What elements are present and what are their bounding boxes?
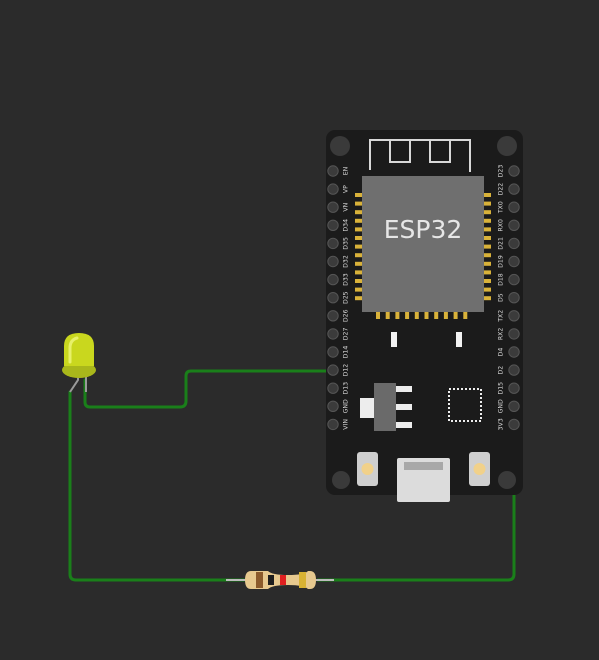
right-pin-d5[interactable] (508, 292, 520, 304)
left-pin-label: D35 (343, 237, 350, 250)
right-pin-d19[interactable] (508, 255, 520, 268)
led[interactable] (62, 333, 96, 393)
right-pin-label: D15 (498, 382, 505, 395)
left-pin-d26[interactable] (327, 310, 339, 322)
left-pin-label: D25 (343, 291, 350, 304)
usb-uart-chip (448, 388, 482, 422)
right-pin-label: D2 (498, 366, 505, 375)
left-pin-d25[interactable] (327, 292, 339, 304)
right-pin-d2[interactable] (508, 364, 520, 376)
right-pin-d22[interactable] (508, 183, 520, 195)
right-pin-rx0[interactable] (508, 219, 520, 232)
esp32-module (362, 176, 484, 312)
boot-button[interactable] (469, 452, 490, 486)
mounting-hole (497, 136, 517, 156)
left-pin-label: D13 (343, 382, 350, 395)
esp32-chip-label: ESP32 (384, 215, 463, 244)
right-pin-d21[interactable] (508, 237, 520, 250)
left-pin-label: D32 (343, 255, 350, 268)
en-button[interactable] (357, 452, 378, 486)
left-pin-d14[interactable] (327, 346, 339, 358)
right-pin-label: RX0 (498, 219, 505, 232)
right-pin-label: 3V3 (498, 418, 505, 430)
wires (68, 369, 516, 582)
right-pin-label: D23 (498, 165, 505, 178)
wire-led-to-d12[interactable] (83, 369, 335, 409)
left-pin-d34[interactable] (327, 219, 339, 232)
smd-component (456, 332, 462, 347)
wire-resistor-to-3v3[interactable] (316, 423, 516, 582)
left-pin-label: GND (343, 399, 350, 413)
right-pin-label: D18 (498, 273, 505, 286)
mounting-hole (332, 471, 350, 489)
right-pin-label: D5 (498, 293, 505, 302)
resistor-band-red (280, 575, 286, 585)
right-pin-rx2[interactable] (508, 328, 520, 340)
left-pin-label: D12 (343, 364, 350, 377)
resistor-band-brown (256, 572, 263, 588)
right-pin-label: GND (498, 399, 505, 413)
resistor-band-black (268, 575, 274, 585)
left-pin-label: D34 (343, 219, 350, 232)
esp32-board[interactable]: ESP32 ENV (326, 130, 523, 502)
right-pin-d4[interactable] (508, 346, 520, 358)
right-pin-d18[interactable] (508, 273, 520, 286)
right-pin-d23[interactable] (508, 165, 520, 177)
left-pin-vn[interactable] (327, 201, 339, 213)
resistor[interactable] (226, 571, 334, 589)
led-highlight (68, 336, 79, 364)
right-pin-label: TX0 (498, 201, 505, 214)
mounting-hole (498, 471, 516, 489)
mounting-hole (330, 136, 350, 156)
left-pin-vin[interactable] (327, 418, 339, 431)
left-pin-label: EN (343, 166, 350, 175)
left-pin-label: D27 (343, 328, 350, 341)
left-pin-label: D26 (343, 309, 350, 322)
left-pin-label: VN (343, 202, 350, 211)
left-pin-d12[interactable] (327, 364, 339, 376)
left-pin-vp[interactable] (327, 183, 339, 195)
right-pin-label: TX2 (498, 310, 505, 323)
right-pin-tx2[interactable] (508, 310, 520, 322)
right-pin-d15[interactable] (508, 382, 520, 394)
left-pin-d13[interactable] (327, 382, 339, 394)
wire-led-to-resistor[interactable] (68, 390, 246, 582)
right-pin-label: RX2 (498, 328, 505, 341)
left-pin-d32[interactable] (327, 255, 339, 268)
left-pin-label: D14 (343, 346, 350, 359)
left-pin-d35[interactable] (327, 237, 339, 250)
antenna-trace (369, 139, 471, 172)
left-pin-en[interactable] (327, 165, 339, 177)
right-pin-label: D22 (498, 183, 505, 196)
voltage-regulator (360, 383, 412, 431)
left-pin-label: VP (343, 185, 350, 193)
right-pin-tx0[interactable] (508, 201, 520, 213)
left-pin-gnd[interactable] (327, 400, 339, 412)
right-pin-gnd[interactable] (508, 400, 520, 412)
micro-usb-port[interactable] (397, 458, 450, 502)
resistor-band-gold (299, 572, 306, 588)
smd-component (391, 332, 397, 347)
left-pin-label: VIN (343, 419, 350, 430)
right-pin-label: D19 (498, 255, 505, 268)
left-pin-d33[interactable] (327, 273, 339, 286)
right-pin-3v3[interactable] (508, 418, 520, 431)
module-pads (355, 193, 491, 319)
left-pin-d27[interactable] (327, 328, 339, 340)
right-pin-label: D21 (498, 237, 505, 250)
left-pin-label: D33 (343, 273, 350, 286)
right-pin-label: D4 (498, 348, 505, 357)
